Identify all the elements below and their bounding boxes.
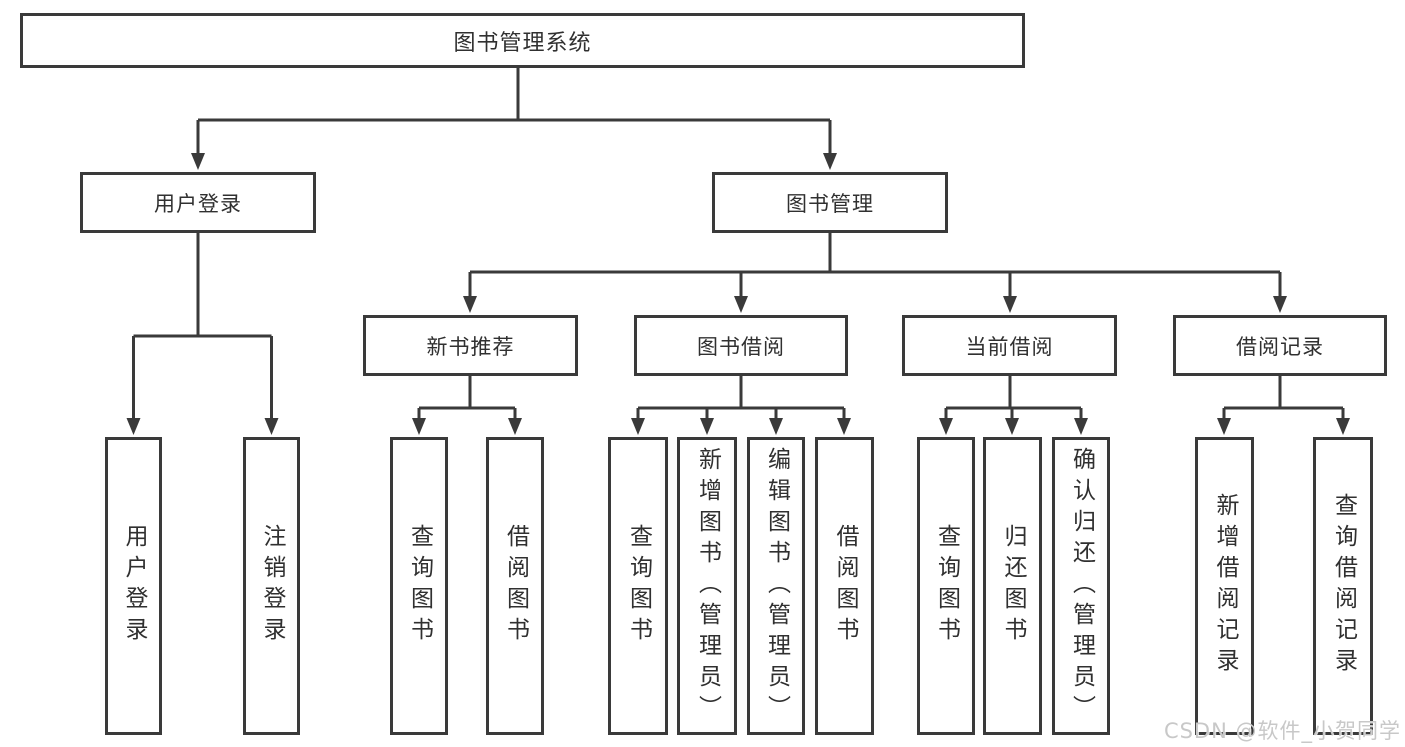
node-user-login: 用户登录 [80,172,316,233]
leaf-borrow-books-borrowing: 借阅图书 [815,437,874,735]
node-label: 新书推荐 [426,334,515,359]
leaf-return-book: 归还图书 [983,437,1042,735]
node-label: 用户登录 [121,524,147,648]
node-label: 查询图书 [933,524,960,648]
node-book-management: 图书管理 [712,172,948,233]
node-book-borrowing: 图书借阅 [634,315,848,376]
node-label: 新增借阅记录 [1212,493,1238,679]
arrowheads [126,153,1350,435]
leaf-query-books-current: 查询图书 [917,437,975,735]
node-label: 注销登录 [259,524,285,648]
node-label: 用户登录 [154,191,242,216]
leaf-query-books-recommend: 查询图书 [390,437,448,735]
node-label: 图书借阅 [697,334,785,359]
node-new-book-recommendation: 新书推荐 [363,315,578,376]
node-library-management-system: 图书管理系统 [20,13,1025,68]
node-label: 借阅记录 [1236,334,1324,359]
leaf-user-login: 用户登录 [105,437,162,735]
node-label: 借阅图书 [832,524,858,648]
leaf-logout: 注销登录 [243,437,300,735]
node-borrowing-records: 借阅记录 [1173,315,1387,376]
node-label: 查询图书 [625,524,652,648]
node-label: 归还图书 [1000,524,1026,648]
leaf-query-books-borrowing: 查询图书 [608,437,668,735]
leaf-add-book-admin: 新增图书（管理员） [677,437,737,735]
node-label: 图书管理系统 [453,30,592,56]
leaf-confirm-return-admin: 确认归还（管理员） [1052,437,1110,735]
node-label: 新增图书（管理员） [694,446,721,726]
node-label: 图书管理 [786,191,874,216]
node-label: 编辑图书（管理员） [763,446,790,726]
leaf-borrow-books-recommend: 借阅图书 [486,437,544,735]
leaf-edit-book-admin: 编辑图书（管理员） [747,437,805,735]
leaf-query-borrow-record: 查询借阅记录 [1313,437,1373,735]
node-label: 借阅图书 [502,524,529,648]
node-label: 确认归还（管理员） [1068,446,1095,726]
node-label: 查询图书 [406,524,433,648]
leaf-add-borrow-record: 新增借阅记录 [1195,437,1254,735]
csdn-watermark: CSDN @软件_小贺同学 [1163,719,1401,743]
node-label: 查询借阅记录 [1330,493,1357,679]
node-current-borrowing: 当前借阅 [902,315,1117,376]
node-label: 当前借阅 [965,334,1054,359]
